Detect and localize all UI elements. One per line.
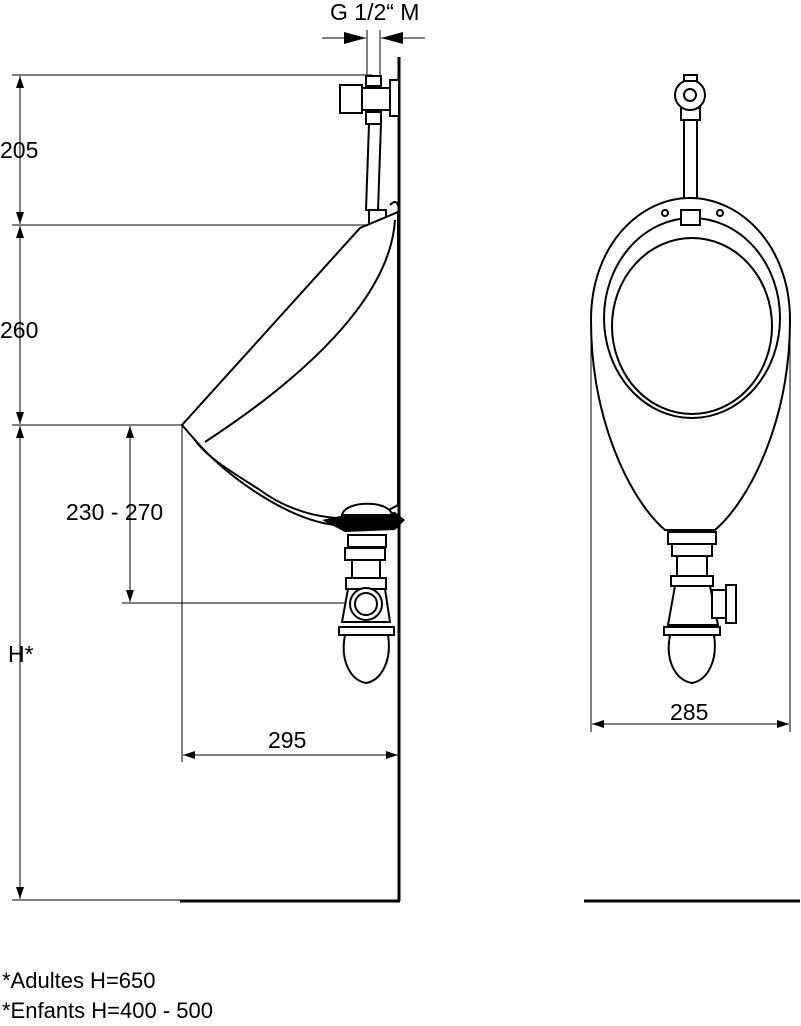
urinal-bowl-side [180,201,400,526]
urinal-front-view [589,74,792,685]
dim-outlet-range: 230 - 270 [66,499,163,525]
siphon-side [322,502,405,685]
dim-supply-height: 205 [0,137,38,163]
dimension-lines [16,32,789,899]
extension-lines [12,30,791,901]
flush-valve-side [339,75,400,226]
connection-label: G 1/2“ M [330,0,419,25]
dim-projection: 295 [268,727,306,753]
dim-width: 285 [670,699,708,725]
dim-bowl-height: 260 [0,317,38,343]
note-adults: *Adultes H=650 [2,968,156,993]
note-children: *Enfants H=400 - 500 [2,998,213,1023]
footnotes: *Adultes H=650 *Enfants H=400 - 500 [2,966,213,1026]
dim-mounting-height: H* [8,641,34,667]
